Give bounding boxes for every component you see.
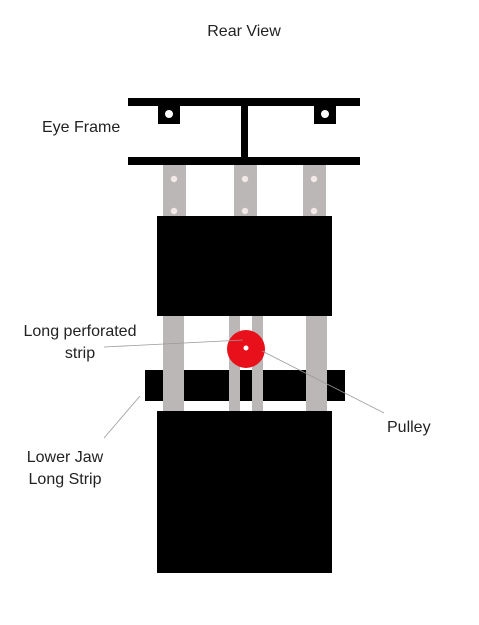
middle-strip-center-right-overlay <box>252 370 263 412</box>
middle-strip-left-overlay <box>163 370 184 412</box>
upper-strip-left <box>163 165 186 219</box>
upper-strip-right <box>303 165 326 219</box>
strip-hole <box>241 207 249 215</box>
eye-frame-center-post <box>241 104 248 160</box>
eye-frame-left-hole <box>165 110 173 118</box>
strip-hole <box>170 207 178 215</box>
upper-strips <box>163 165 326 219</box>
lower-block <box>157 411 332 573</box>
label-long-perforated-strip-line2: strip <box>65 345 95 362</box>
upper-strip-center <box>234 165 257 219</box>
eye-frame-right-hole <box>321 110 329 118</box>
leader-line-pulley <box>261 350 385 414</box>
upper-block <box>157 216 332 316</box>
leader-line-perforated-strip <box>103 339 244 348</box>
strip-hole <box>241 175 249 183</box>
leader-lines <box>103 339 385 439</box>
middle-strip-center-left-overlay <box>229 370 240 412</box>
label-pulley: Pulley <box>387 419 431 436</box>
label-eye-frame: Eye Frame <box>42 119 120 136</box>
diagram-title: Rear View <box>207 23 281 40</box>
eye-frame-bottom-bar <box>128 157 360 165</box>
label-long-perforated-strip-line1: Long perforated <box>24 323 137 340</box>
strip-hole <box>310 175 318 183</box>
label-lower-jaw-line1: Lower Jaw <box>27 449 104 466</box>
label-lower-jaw-line2: Long Strip <box>29 471 102 488</box>
leader-line-lower-jaw <box>103 395 141 439</box>
middle-strip-right-overlay <box>306 370 327 412</box>
eye-frame-top-bar <box>128 98 360 106</box>
strip-hole <box>170 175 178 183</box>
strip-hole <box>310 207 318 215</box>
eye-frame <box>128 98 360 165</box>
pulley-axle <box>243 345 249 351</box>
pulley <box>227 330 265 368</box>
